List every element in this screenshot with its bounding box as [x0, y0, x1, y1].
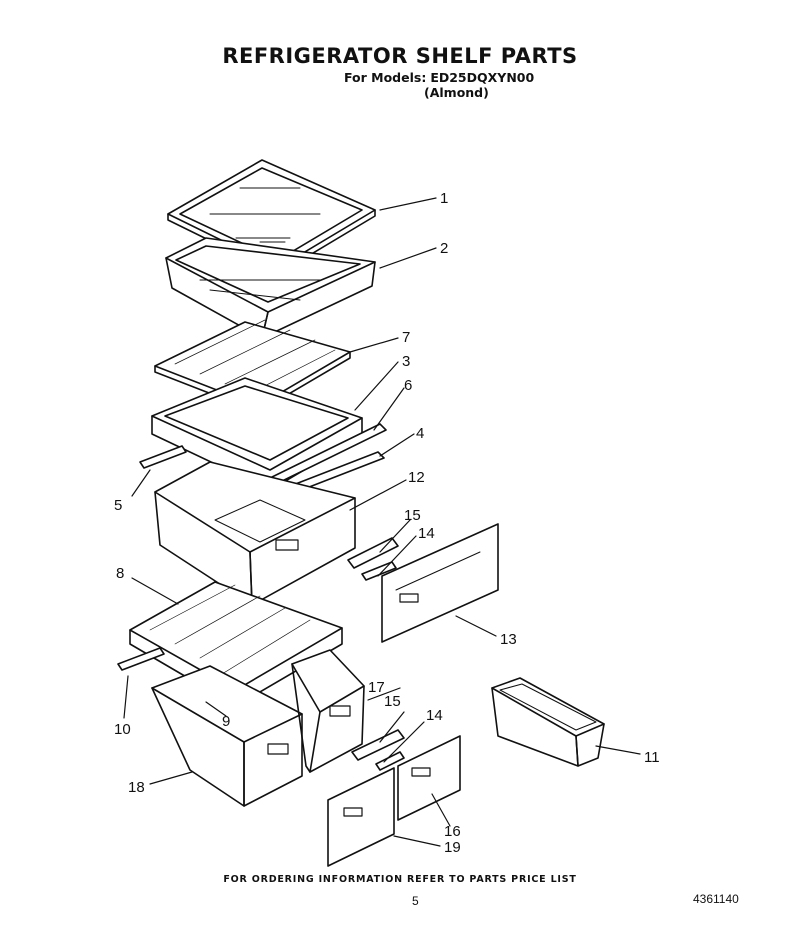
part-2-pan [165, 237, 376, 339]
callout-3: 3 [402, 353, 410, 370]
model-color: (Almond) [424, 85, 489, 100]
document-number: 4361140 [693, 892, 739, 906]
callout-16: 16 [444, 823, 461, 840]
callout-5: 5 [114, 497, 122, 514]
leader-5 [131, 469, 151, 497]
callout-15-upper: 15 [404, 507, 421, 524]
leader-1 [379, 197, 437, 211]
callout-12: 12 [408, 469, 425, 486]
part-10-rail [117, 647, 165, 671]
leader-3 [354, 361, 399, 411]
models-line: For Models:ED25DQXYN00 [344, 70, 534, 85]
leader-10 [123, 675, 129, 719]
callout-4: 4 [416, 425, 424, 442]
leader-6 [373, 387, 405, 431]
leader-7 [349, 337, 399, 353]
leader-4 [379, 433, 415, 457]
leader-19 [393, 835, 441, 847]
part-17-crisper [291, 649, 365, 773]
leader-14-lower [383, 721, 425, 763]
part-3-shelf-frame [151, 377, 363, 491]
callout-6: 6 [404, 377, 412, 394]
leader-11 [595, 745, 641, 755]
model-number: ED25DQXYN00 [430, 70, 535, 85]
leader-12 [349, 479, 407, 511]
leader-lines [123, 197, 641, 847]
callout-1: 1 [440, 190, 448, 207]
callout-7: 7 [402, 329, 410, 346]
leader-18 [149, 771, 193, 785]
callout-9: 9 [222, 713, 230, 730]
callout-19: 19 [444, 839, 461, 856]
page-title: REFRIGERATOR SHELF PARTS [222, 44, 578, 68]
part-11-door-bin [491, 677, 605, 767]
leader-9 [205, 701, 227, 717]
ordering-note: FOR ORDERING INFORMATION REFER TO PARTS … [223, 874, 577, 885]
part-5-rail [139, 445, 187, 469]
callout-8: 8 [116, 565, 124, 582]
callout-14-upper: 14 [418, 525, 435, 542]
callout-18: 18 [128, 779, 145, 796]
part-19-cover [327, 767, 395, 867]
part-13-cover [381, 523, 499, 643]
callout-11: 11 [644, 749, 660, 766]
page-number: 5 [412, 894, 419, 908]
models-label: For Models: [344, 70, 427, 85]
callout-numbers: 1 2 7 3 6 4 12 15 14 5 8 13 10 9 17 15 1… [114, 190, 660, 856]
leader-17 [367, 687, 401, 701]
callout-2: 2 [440, 240, 448, 257]
leader-13 [455, 615, 497, 637]
leader-15-upper [379, 519, 411, 553]
leader-2 [379, 247, 437, 269]
part-15-slide-lower [351, 729, 405, 761]
part-16-cover [397, 735, 461, 821]
leader-16 [431, 793, 451, 827]
leader-15-lower [379, 711, 405, 743]
part-14-slide-lower [375, 751, 405, 771]
part-18-crisper [151, 665, 303, 807]
callout-17: 17 [368, 679, 385, 696]
callout-14-lower: 14 [426, 707, 443, 724]
leader-14-upper [377, 535, 417, 577]
callout-15-lower: 15 [384, 693, 401, 710]
leader-8 [131, 577, 179, 605]
part-12-crisper [154, 461, 356, 606]
callout-13: 13 [500, 631, 517, 648]
callout-10: 10 [114, 721, 131, 738]
